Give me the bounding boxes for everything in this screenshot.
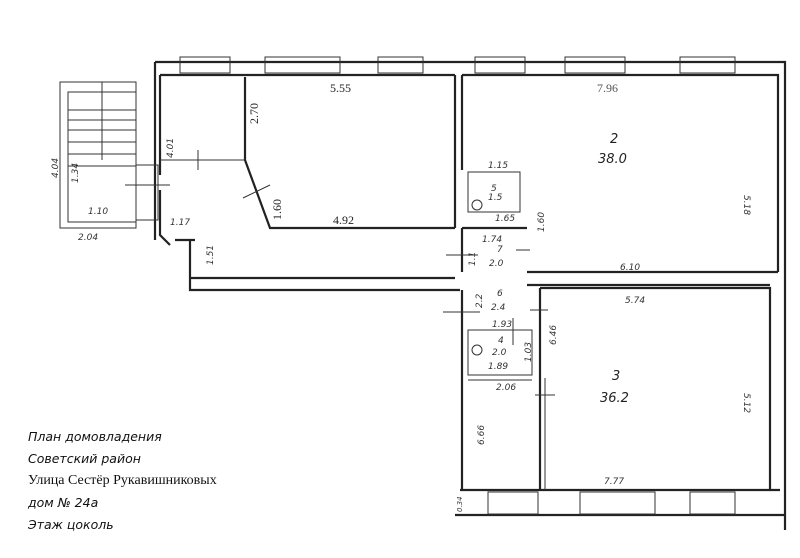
dim-label: 1.1 bbox=[468, 252, 478, 266]
dim-label: 7.96 bbox=[597, 81, 618, 95]
caption-street: Улица Сестёр Рукавишниковых bbox=[28, 473, 217, 488]
dim-label: 4.92 bbox=[333, 213, 354, 227]
room-number: 4 bbox=[498, 336, 504, 346]
room-area: 2.0 bbox=[489, 259, 504, 269]
dim-label: 7.77 bbox=[604, 477, 624, 487]
dim-label: 6.66 bbox=[477, 425, 487, 445]
dim-label: 2.70 bbox=[247, 103, 261, 124]
dim-label: 5.12 bbox=[741, 393, 751, 413]
room-number: 3 bbox=[612, 369, 620, 384]
room-area: 36.2 bbox=[600, 391, 629, 406]
dim-label: 1.10 bbox=[88, 207, 108, 217]
dim-label: 1.51 bbox=[206, 245, 216, 265]
room-area: 2.0 bbox=[492, 348, 507, 358]
room-number: 2 bbox=[610, 132, 618, 147]
staircase bbox=[59, 81, 159, 229]
dim-label: 1.03 bbox=[524, 342, 534, 362]
room-number: 5 bbox=[491, 184, 497, 194]
dim-label: 2.06 bbox=[496, 383, 516, 393]
door-marks bbox=[125, 150, 555, 396]
windows bbox=[179, 56, 736, 515]
caption-title: План домовладения bbox=[28, 429, 162, 444]
dim-label: 4.01 bbox=[166, 138, 176, 158]
dim-label: 6.10 bbox=[620, 263, 640, 273]
dim-label: 5.74 bbox=[625, 296, 645, 306]
room-area: 2.4 bbox=[491, 303, 506, 313]
caption-district: Советский район bbox=[28, 451, 141, 466]
dim-label: 5.55 bbox=[330, 81, 351, 95]
dim-label: 1.93 bbox=[492, 320, 512, 330]
dim-label: 1.65 bbox=[495, 214, 515, 224]
dim-label: 4.04 bbox=[51, 158, 61, 178]
dim-label: 6.46 bbox=[549, 325, 559, 345]
dim-label: 1.74 bbox=[482, 235, 502, 245]
plan-caption: План домовладения Советский район Улица … bbox=[28, 426, 217, 536]
dim-label: 1.60 bbox=[537, 212, 547, 232]
dim-label: 1.89 bbox=[488, 362, 508, 372]
caption-floor: Этаж цоколь bbox=[28, 517, 114, 532]
walls bbox=[153, 60, 787, 530]
dim-label: 2.2 bbox=[475, 293, 485, 308]
dim-label: 1.34 bbox=[71, 163, 81, 183]
dim-label: 1.60 bbox=[270, 199, 284, 220]
dim-label: 1.17 bbox=[170, 218, 190, 228]
dim-label: 5.18 bbox=[741, 195, 751, 215]
room-number: 7 bbox=[497, 245, 503, 255]
room-number: 6 bbox=[497, 289, 503, 299]
room-area: 1.5 bbox=[488, 193, 503, 203]
caption-house: дом № 24а bbox=[28, 495, 99, 510]
dim-label: 0.34 bbox=[456, 496, 464, 512]
room-area: 38.0 bbox=[598, 152, 627, 167]
dim-label: 1.15 bbox=[488, 161, 508, 171]
fixtures bbox=[471, 199, 483, 356]
dim-label: 2.04 bbox=[78, 233, 98, 243]
